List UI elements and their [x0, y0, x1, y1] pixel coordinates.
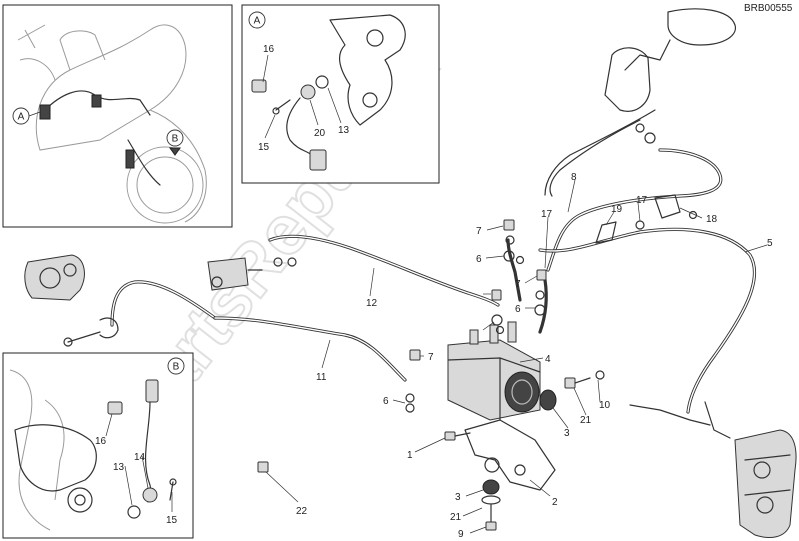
callout-16-inset-b: 16 [95, 436, 107, 447]
inset-tag-b-marker-label: B [172, 134, 179, 145]
inset-tag-a-marker-label: A [18, 112, 25, 123]
callout-7-top: 7 [476, 226, 482, 237]
callout-16-inset-a: 16 [263, 44, 275, 55]
callout-17-left: 17 [541, 209, 553, 220]
callout-4: 4 [545, 354, 551, 365]
callout-6-mid: 6 [515, 304, 521, 315]
front-master-cylinder [544, 8, 736, 197]
callout-9: 9 [458, 529, 464, 540]
callout-6-top: 6 [476, 254, 482, 265]
callout-7-mid: 7 [515, 279, 521, 290]
inset-tag-b-marker [166, 129, 184, 147]
callout-20: 20 [314, 128, 326, 139]
callout-12: 12 [366, 298, 378, 309]
callout-11: 11 [316, 372, 327, 383]
rear-master-cylinder [207, 257, 297, 291]
callout-21-right: 21 [580, 415, 592, 426]
abs-unit-location [39, 104, 51, 120]
callout-21-bottom: 21 [450, 512, 462, 523]
reference-code: BRB00555 [744, 3, 793, 14]
inset-a-tag: A [254, 16, 261, 27]
abs-control-unit [447, 321, 541, 421]
callout-15-inset-b: 15 [166, 515, 178, 526]
callout-6-bottom: 6 [383, 396, 389, 407]
callout-10: 10 [599, 400, 611, 411]
inset-b-tag: B [173, 362, 180, 373]
callout-22: 22 [296, 506, 308, 517]
callout-14: 14 [134, 452, 146, 463]
inset-b-rear-sensor: B [2, 352, 194, 539]
inset-motorcycle-overview: A B [2, 4, 233, 228]
callout-5: 5 [767, 238, 773, 249]
callout-3-right: 3 [564, 428, 570, 439]
callout-8: 8 [571, 172, 577, 183]
callout-3-bottom: 3 [455, 492, 461, 503]
leader-lines [105, 54, 768, 534]
rear-caliper [24, 254, 85, 301]
callout-7-bottom: 7 [428, 352, 434, 363]
callout-1: 1 [407, 450, 413, 461]
callout-15-inset-a: 15 [258, 142, 270, 153]
callout-17-right: 17 [636, 195, 648, 206]
abs-bracket [464, 419, 556, 491]
callout-13-inset-a: 13 [338, 125, 350, 136]
callout-2: 2 [552, 497, 558, 508]
callouts: 16 15 20 13 8 19 17 18 17 5 7 6 7 6 7 6 … [95, 44, 773, 540]
front-right-caliper [734, 429, 797, 538]
callout-19: 19 [611, 204, 623, 215]
inset-a-front-sensor: A [241, 4, 440, 184]
callout-13-inset-b: 13 [113, 462, 125, 473]
fasteners [63, 194, 698, 531]
callout-18: 18 [706, 214, 718, 225]
